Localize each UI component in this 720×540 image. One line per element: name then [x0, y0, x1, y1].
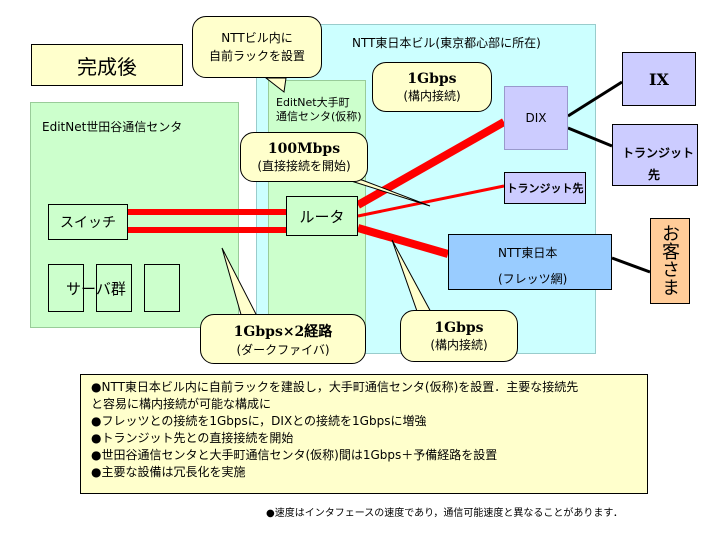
dix-link-callout: 1Gbps (構内接続): [372, 62, 492, 112]
rack-callout-line-1: NTTビル内に: [221, 31, 293, 45]
transit-outer-label-2: 先: [648, 168, 661, 182]
direct-link-speed: 100Mbps: [267, 140, 341, 157]
note-line-4: ●トランジット先との直接接続を開始: [91, 431, 294, 445]
note-line-5: ●世田谷通信センタと大手町通信センタ(仮称)間は1Gbps＋予備経路を設置: [91, 448, 498, 462]
flets-link-callout: 1Gbps (構内接続): [400, 310, 518, 362]
server-box-3: [144, 264, 180, 312]
dark-fiber-desc: (ダークファイバ): [236, 342, 330, 357]
rack-callout: NTTビル内に 自前ラックを設置: [192, 16, 322, 78]
flets-label-2: (フレッツ網): [498, 272, 568, 286]
flets-link: [356, 224, 450, 258]
flets-link-speed: 1Gbps: [434, 319, 484, 336]
dark-fiber-speed: 1Gbps×2経路: [233, 323, 333, 340]
dark-fiber-callout: 1Gbps×2経路 (ダークファイバ): [200, 314, 366, 364]
router-box: ルータ: [286, 196, 358, 236]
dix-link-desc: (構内接続): [403, 88, 461, 103]
dark-fiber-callout-tail: [221, 247, 259, 319]
otemachi-center-label-2: 通信センタ(仮称): [276, 110, 362, 123]
dix-ix-line: [567, 80, 623, 118]
dix-link: [356, 118, 506, 209]
note-line-3: ●フレッツとの接続を1Gbpsに，DIXとの接続を1Gbpsに増強: [91, 414, 427, 428]
dix-link-speed: 1Gbps: [407, 70, 457, 87]
transit-inner-box: トランジット先: [504, 172, 586, 204]
transit-outer-box: [612, 124, 698, 186]
footnote: ●速度はインタフェースの速度であり，通信可能速度と異なることがあります．: [266, 508, 624, 519]
otemachi-center-label-1: EditNet大手町: [276, 96, 350, 109]
note-line-1: ●NTT東日本ビル内に自前ラックを建設し，大手町通信センタ(仮称)を設置．主要な…: [91, 380, 579, 394]
flets-link-desc: (構内接続): [430, 337, 488, 352]
server-box-2: [96, 264, 132, 312]
notes-box: ●NTT東日本ビル内に自前ラックを建設し，大手町通信センタ(仮称)を設置．主要な…: [80, 374, 648, 494]
customer-label: お客さま: [659, 224, 680, 296]
dix-transit-line: [567, 126, 613, 148]
transit-outer-label-1: トランジット: [622, 146, 695, 160]
rack-callout-line-2: 自前ラックを設置: [208, 49, 305, 63]
server-box-1: [48, 264, 84, 312]
direct-link-desc: (直接接続を開始): [257, 158, 351, 173]
page-title: 完成後: [31, 44, 183, 86]
ntt-building-label: NTT東日本ビル(東京都心部に所在): [352, 36, 541, 50]
note-line-2: と容易に構内接続が可能な構成に: [91, 397, 272, 411]
flets-label-1: NTT東日本: [498, 246, 558, 260]
flets-box: [448, 234, 612, 290]
setagaya-center-label: EditNet世田谷通信センタ: [42, 120, 183, 134]
customer-box: [650, 218, 690, 304]
switch-box: スイッチ: [48, 204, 128, 240]
flets-customer-line: [611, 256, 651, 274]
note-line-6: ●主要な設備は冗長化を実施: [91, 465, 246, 479]
rack-callout-tail: [264, 77, 287, 93]
dix-box: DIX: [504, 86, 568, 150]
direct-link-callout: 100Mbps (直接接続を開始): [240, 132, 368, 182]
transit-direct-link: [357, 184, 505, 218]
server-group-label: サーバ群: [66, 280, 126, 298]
ix-box: IX: [622, 52, 696, 106]
